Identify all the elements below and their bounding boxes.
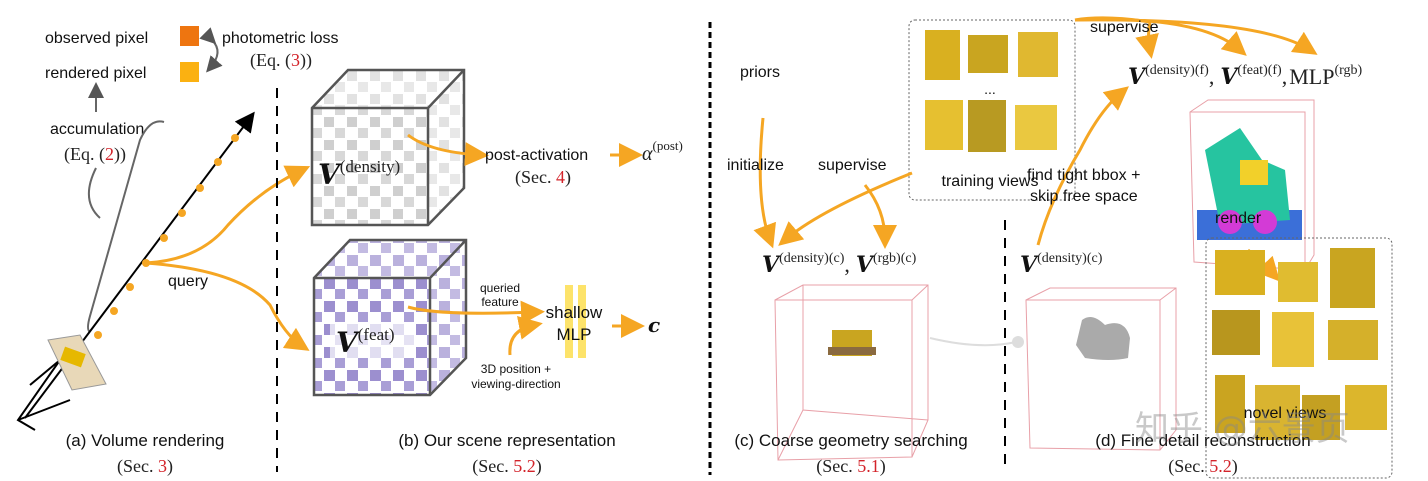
rendered-pixel-swatch	[180, 62, 199, 82]
query-label: query	[168, 273, 208, 290]
mlp-layers-icon	[565, 285, 586, 358]
caption-d-sec: (Sec. 5.2)	[1168, 456, 1237, 477]
supervise-label-d: supervise	[1090, 19, 1159, 36]
panel-a-volume-rendering: observed pixel rendered pixel photometri…	[16, 26, 339, 477]
svg-text:V(feat): V(feat)	[336, 325, 395, 359]
bbox-arrow	[1036, 86, 1129, 246]
accumulation-label: accumulation	[50, 121, 144, 138]
training-views-box	[908, 19, 1076, 201]
photometric-loss-label: photometric loss	[222, 30, 339, 47]
initialize-label: initialize	[727, 157, 784, 174]
observed-pixel-swatch	[180, 26, 199, 46]
position-label: 3D position +	[481, 362, 551, 376]
caption-b: (b) Our scene representation	[398, 431, 615, 450]
shallow-label: shallow	[546, 303, 603, 322]
caption-b-sec: (Sec. 5.2)	[472, 456, 541, 477]
mlp-label: MLP	[557, 325, 592, 344]
panel-c-coarse-geometry: ... training views priors initialize sup…	[727, 19, 1076, 477]
post-activation-label: post-activation	[485, 147, 588, 164]
caption-c: (c) Coarse geometry searching	[734, 431, 967, 450]
queried-feature-arrow	[407, 300, 545, 325]
supervise-arrow-c2	[863, 184, 897, 249]
coarse-grids-label: V(density)(c),V(rgb)(c)	[762, 251, 917, 278]
viewing-direction-label: viewing-direction	[471, 377, 560, 391]
queried-label: queried	[480, 281, 520, 295]
novel-views-label: novel views	[1244, 405, 1327, 422]
connector-dot	[1012, 336, 1024, 348]
svg-text:V(density): V(density)	[318, 157, 400, 191]
camera-icon	[16, 359, 71, 431]
feature-label: feature	[481, 295, 519, 309]
geometry-silhouette	[1076, 316, 1130, 360]
priors-label: priors	[740, 64, 780, 81]
alpha-post: α(post)	[642, 138, 683, 165]
caption-d: (d) Fine detail reconstruction	[1095, 431, 1310, 450]
loss-arrow	[199, 27, 223, 73]
training-views-label: training views	[942, 173, 1039, 190]
connector-line	[929, 337, 1017, 347]
supervise-arrow-c1	[778, 171, 913, 246]
ellipsis: ...	[984, 81, 996, 97]
excavator-thumbnail	[60, 346, 86, 368]
panel-b-scene-representation: V(density) post-activation (Sec. 4) α(po…	[310, 68, 683, 477]
accumulation-bracket	[87, 120, 165, 333]
eq2-ref: (Eq. (2))	[64, 144, 126, 165]
query-arrow-feat	[145, 261, 310, 351]
novel-view-thumbnails	[1212, 248, 1387, 440]
caption-a: (a) Volume rendering	[66, 431, 225, 450]
coarse-density-label: V(density)(c)	[1020, 251, 1103, 278]
density-grid-cube: V(density)	[310, 68, 466, 227]
caption-a-sec: (Sec. 3)	[117, 456, 173, 477]
observed-pixel-label: observed pixel	[45, 30, 148, 47]
skip-space-label: skip free space	[1030, 188, 1138, 205]
eq3-ref: (Eq. (3))	[250, 50, 312, 71]
color-output: c	[648, 313, 660, 337]
position-arrow	[508, 316, 543, 356]
query-arrow-density	[145, 165, 311, 265]
post-activation-arrow	[407, 133, 489, 167]
supervise-arrow-d3	[1074, 18, 1318, 55]
initialize-arrow	[753, 117, 776, 249]
rendered-pixel-label: rendered pixel	[45, 65, 146, 82]
find-bbox-label: find tight bbox +	[1027, 167, 1140, 184]
supervise-label-c: supervise	[818, 157, 887, 174]
sec4-ref: (Sec. 4)	[515, 167, 571, 188]
reconstruction-cube	[1189, 99, 1315, 271]
fine-bbox-cube	[1025, 287, 1177, 451]
panel-d-fine-detail: supervise V(density)(f),V(feat)(f),MLP(r…	[1020, 16, 1393, 479]
feature-grid-cube: V(feat)	[312, 238, 468, 397]
coarse-bbox-cube	[774, 284, 929, 461]
novel-views-box	[1205, 237, 1393, 479]
training-view-thumbnails	[925, 30, 1058, 152]
fine-grids-label: V(density)(f),V(feat)(f),MLP(rgb)	[1128, 63, 1363, 90]
caption-c-sec: (Sec. 5.1)	[816, 456, 885, 477]
watermark: 知乎 @六景页	[1135, 409, 1350, 449]
render-label: render	[1215, 210, 1262, 227]
